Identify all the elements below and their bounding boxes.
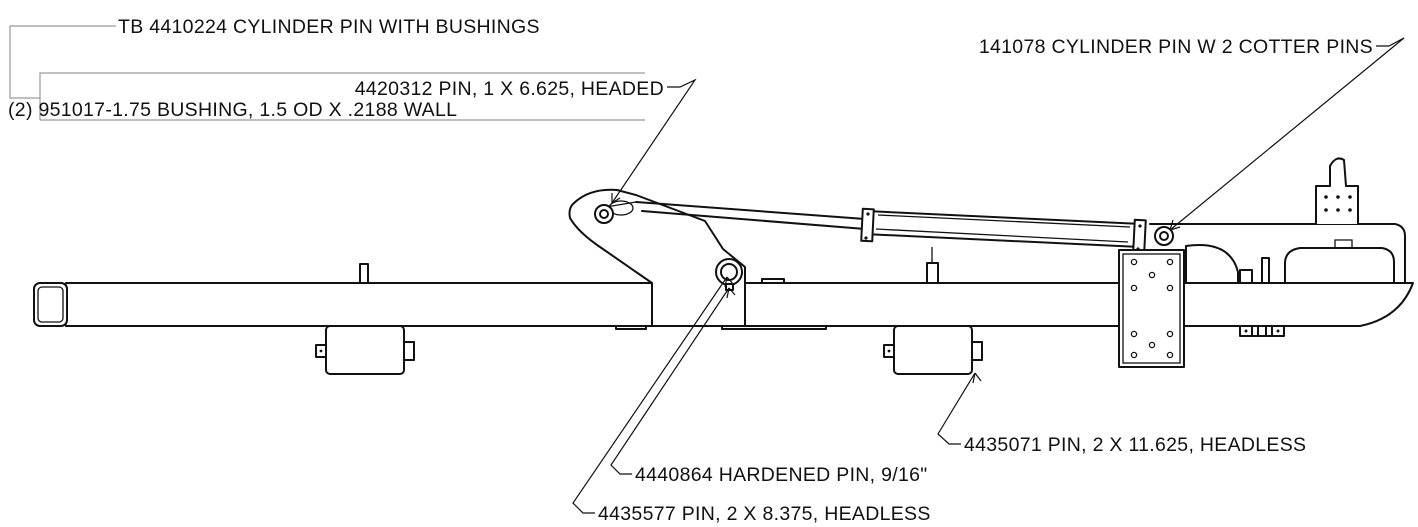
headed-pin xyxy=(594,204,614,224)
hitch-tab xyxy=(1315,157,1359,225)
callout-bushing: (2) 951017-1.75 BUSHING, 1.5 OD X .2188 … xyxy=(8,99,457,121)
callout-pin-11625: 4435071 PIN, 2 X 11.625, HEADLESS xyxy=(964,434,1306,456)
leader-hardened-pin xyxy=(610,287,736,475)
leader-cylinder-pin xyxy=(1169,37,1405,231)
leader-bushing xyxy=(39,72,645,121)
callout-headed-pin: 4420312 PIN, 1 X 6.625, HEADED xyxy=(355,78,664,100)
callout-top-assembly: TB 4410224 CYLINDER PIN WITH BUSHINGS xyxy=(118,16,540,38)
callout-pin-8375: 4435577 PIN, 2 X 8.375, HEADLESS xyxy=(598,503,931,525)
beam-bottom-plates xyxy=(615,325,827,330)
bottom-clamp xyxy=(1239,325,1285,337)
leader-headed-pin xyxy=(611,78,697,204)
callout-hardened-pin: 4440864 HARDENED PIN, 9/16" xyxy=(635,464,928,486)
hydraulic-cylinder xyxy=(860,207,1147,254)
leader-pin-11625 xyxy=(937,372,982,445)
mounting-plate xyxy=(1118,249,1185,368)
cylinder-end-pin xyxy=(1154,226,1174,246)
right-frame-plate xyxy=(1149,223,1406,284)
hanger-block-right xyxy=(883,325,983,375)
beam-top-lugs xyxy=(359,247,939,284)
cylinder-rod xyxy=(635,201,866,230)
callout-cylinder-pin: 141078 CYLINDER PIN W 2 COTTER PINS xyxy=(979,36,1373,58)
leader-top-assembly xyxy=(9,25,116,99)
hanger-block-left xyxy=(315,325,415,375)
beam-end-cap xyxy=(33,282,68,327)
leader-pin-8375 xyxy=(572,276,734,514)
